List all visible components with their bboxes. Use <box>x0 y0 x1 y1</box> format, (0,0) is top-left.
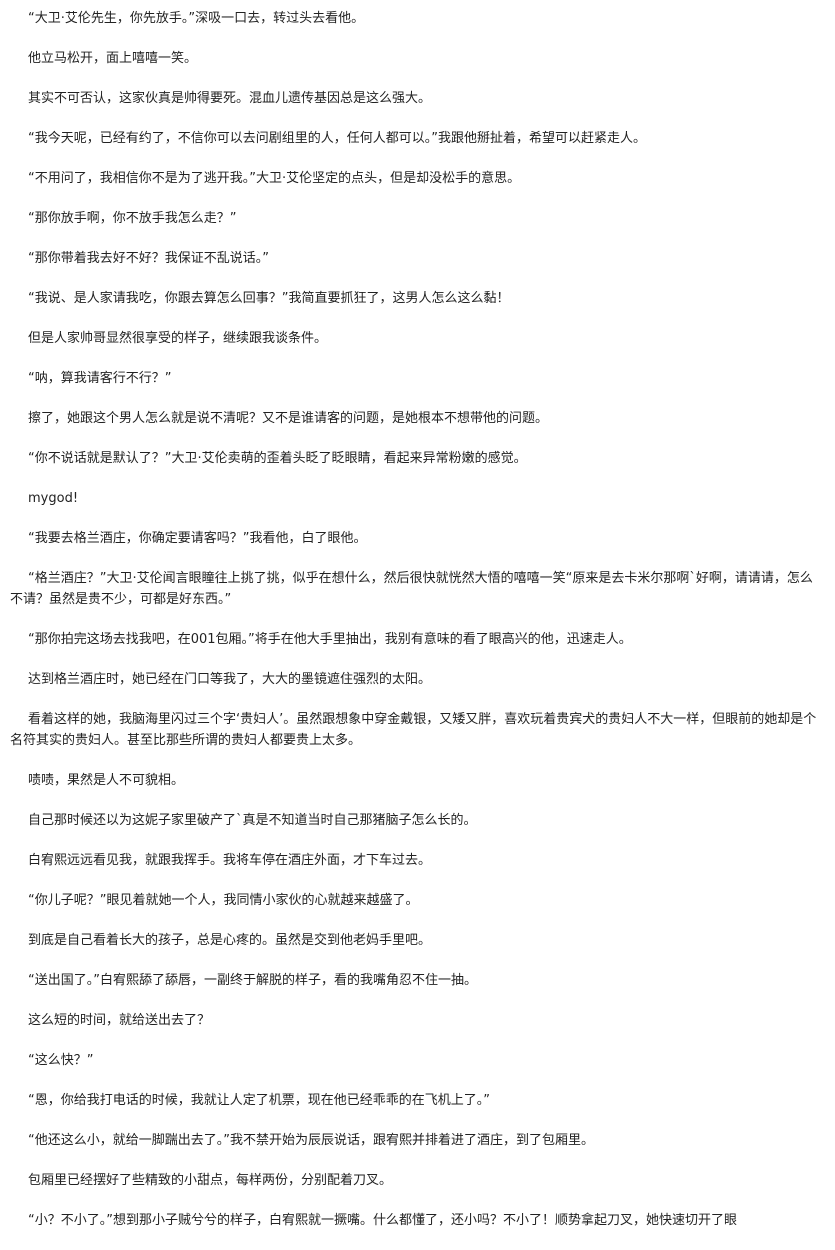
paragraph: “不用问了，我相信你不是为了逃开我。”大卫·艾伦坚定的点头，但是却没松手的意思。 <box>28 171 521 186</box>
paragraph: “这么快？” <box>28 1053 94 1068</box>
paragraph: 看着这样的她，我脑海里闪过三个字‘贵妇人’。虽然跟想象中穿金戴银，又矮又胖，喜欢… <box>10 712 817 748</box>
paragraph: “我说、是人家请我吃，你跟去算怎么回事？”我简直要抓狂了，这男人怎么这么黏！ <box>28 291 510 306</box>
paragraph: 其实不可否认，这家伙真是帅得要死。混血儿遗传基因总是这么强大。 <box>28 91 432 106</box>
paragraph: “小？不小了。”想到那小子贼兮兮的样子，白宥熙就一撅嘴。什么都懂了，还小吗？不小… <box>28 1213 737 1228</box>
paragraph: 他立马松开，面上嘻嘻一笑。 <box>28 51 198 66</box>
paragraph: “恩，你给我打电话的时候，我就让人定了机票，现在他已经乖乖的在飞机上了。” <box>28 1093 490 1108</box>
paragraph: “那你放手啊，你不放手我怎么走？” <box>28 211 237 226</box>
paragraph: 但是人家帅哥显然很享受的样子，继续跟我谈条件。 <box>28 331 328 346</box>
paragraph: “那你带着我去好不好？我保证不乱说话。” <box>28 251 269 266</box>
paragraph: “你不说话就是默认了？”大卫·艾伦卖萌的歪着头眨了眨眼睛，看起来异常粉嫩的感觉。 <box>28 451 527 466</box>
paragraph: 这么短的时间，就给送出去了？ <box>28 1013 211 1028</box>
paragraph: 达到格兰酒庄时，她已经在门口等我了，大大的墨镜遮住强烈的太阳。 <box>28 672 432 687</box>
paragraph: mygod! <box>28 491 79 506</box>
paragraph: “大卫·艾伦先生，你先放手。”深吸一口去，转过头去看他。 <box>28 11 365 26</box>
paragraph: “呐，算我请客行不行？” <box>28 371 172 386</box>
paragraph: “你儿子呢？”眼见着就她一个人，我同情小家伙的心就越来越盛了。 <box>28 893 419 908</box>
paragraph: 包厢里已经摆好了些精致的小甜点，每样两份，分别配着刀叉。 <box>28 1173 393 1188</box>
paragraph: “送出国了。”白宥熙舔了舔唇，一副终于解脱的样子，看的我嘴角忍不住一抽。 <box>28 973 477 988</box>
paragraph: “格兰酒庄？”大卫·艾伦闻言眼瞳往上挑了挑，似乎在想什么，然后很快就恍然大悟的嘻… <box>10 571 813 607</box>
paragraph: 自己那时候还以为这妮子家里破产了`真是不知道当时自己那猪脑子怎么长的。 <box>28 813 477 828</box>
paragraph: 擦了，她跟这个男人怎么就是说不清呢？又不是谁请客的问题，是她根本不想带他的问题。 <box>28 411 549 426</box>
paragraph: “他还这么小，就给一脚踹出去了。”我不禁开始为辰辰说话，跟宥熙并排着进了酒庄，到… <box>28 1133 594 1148</box>
paragraph: “我今天呢，已经有约了，不信你可以去问剧组里的人，任何人都可以。”我跟他掰扯着，… <box>28 131 646 146</box>
paragraph: 到底是自己看着长大的孩子，总是心疼的。虽然是交到他老妈手里吧。 <box>28 933 432 948</box>
paragraph: 白宥熙远远看见我，就跟我挥手。我将车停在酒庄外面，才下车过去。 <box>28 853 432 868</box>
paragraph: “那你拍完这场去找我吧，在001包厢。”将手在他大手里抽出，我别有意味的看了眼高… <box>28 632 632 647</box>
paragraph: 啧啧，果然是人不可貌相。 <box>28 773 185 788</box>
paragraph: “我要去格兰酒庄，你确定要请客吗？”我看他，白了眼他。 <box>28 531 367 546</box>
